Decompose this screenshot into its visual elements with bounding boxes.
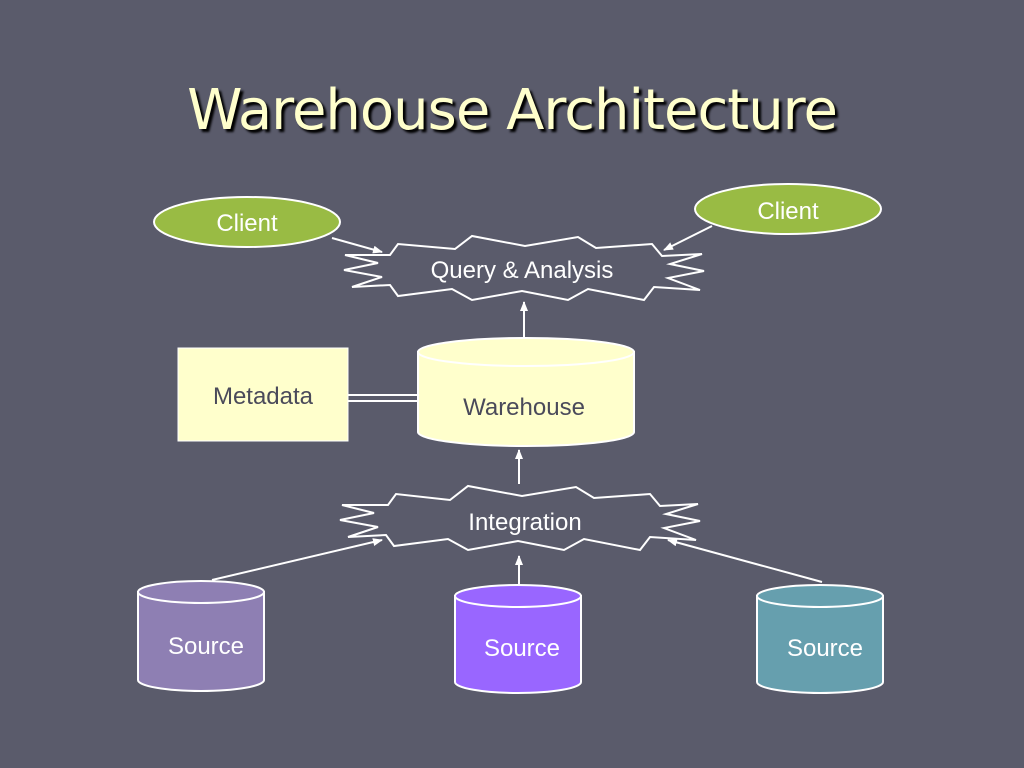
warehouse-label: Warehouse — [463, 394, 585, 421]
warehouse-node: Warehouse — [417, 337, 635, 447]
arrow-client-right-to-query — [663, 225, 713, 251]
metadata-link — [348, 394, 418, 402]
slide-title: Warehouse Architecture — [187, 78, 838, 143]
client-right-node: Client — [694, 183, 882, 235]
source-left-node: Source — [137, 580, 265, 692]
arrow-client-left-to-query — [331, 237, 383, 254]
metadata-node: Metadata — [177, 347, 349, 442]
source-right-node: Source — [756, 584, 884, 694]
query-analysis-node: Query & Analysis — [343, 234, 705, 302]
integration-node: Integration — [339, 484, 701, 552]
client-right-label: Client — [757, 198, 819, 225]
client-left-label: Client — [216, 210, 278, 237]
metadata-label: Metadata — [213, 383, 314, 410]
source-left-label: Source — [168, 633, 244, 660]
client-left-node: Client — [153, 196, 341, 248]
arrow-source-right-to-integration — [667, 538, 823, 583]
source-right-label: Source — [787, 635, 863, 662]
source-center-label: Source — [484, 635, 560, 662]
source-center-node: Source — [454, 584, 582, 694]
integration-label: Integration — [468, 509, 581, 536]
query-analysis-label: Query & Analysis — [431, 257, 614, 284]
arrow-source-left-to-integration — [211, 538, 383, 581]
